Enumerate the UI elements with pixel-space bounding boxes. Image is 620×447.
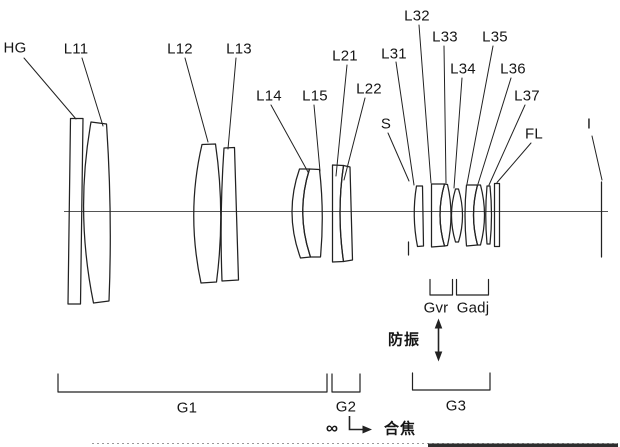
lens-L13 [220, 146, 240, 282]
leader-l34 [453, 77, 463, 189]
lens-elements [67, 117, 603, 305]
bracket-g1 [57, 373, 328, 393]
label-l14: L14 [256, 87, 282, 105]
lens-L37 [485, 185, 493, 245]
label-gvr: Gvr [423, 299, 449, 317]
label-g3: G3 [445, 397, 467, 415]
lens-L11 [82, 121, 111, 304]
label-g2: G2 [335, 398, 357, 416]
leader-s [387, 132, 410, 182]
lens-HG [67, 117, 84, 305]
label-l32: L32 [404, 7, 430, 25]
label-l22: L22 [356, 80, 382, 98]
label-infinity: ∞ [325, 418, 339, 438]
label-l21: L21 [332, 47, 358, 65]
lens-L34 [450, 188, 464, 243]
lens-L12 [193, 143, 222, 284]
lens-L36 [472, 184, 486, 246]
label-l31: L31 [381, 45, 407, 63]
focus-arrow-icon [348, 416, 372, 434]
leader-l31 [395, 61, 415, 186]
leader-lines [23, 24, 603, 189]
label-l37: L37 [514, 87, 540, 105]
label-image-plane: I [586, 115, 592, 133]
leader-l15 [313, 104, 321, 172]
bracket-gvr [429, 278, 454, 296]
leader-l37 [488, 104, 526, 186]
label-l12: L12 [167, 40, 193, 58]
lens-L33 [439, 183, 452, 247]
bracket-gadj [455, 278, 490, 296]
lens-L14 [291, 168, 312, 259]
leader-fl [496, 142, 532, 183]
leader-l35 [466, 45, 494, 185]
label-l34: L34 [450, 60, 476, 78]
label-l36: L36 [500, 60, 526, 78]
label-aperture-stop: S [380, 115, 392, 133]
label-l33: L33 [432, 28, 458, 46]
lens-L22 [339, 164, 354, 263]
group-brackets [57, 278, 491, 393]
lens-L15 [302, 168, 323, 258]
label-hg: HG [3, 39, 27, 57]
leader-l22 [343, 97, 366, 181]
label-gadj: Gadj [456, 299, 490, 317]
label-fl: FL [525, 125, 543, 143]
leader-l36 [477, 77, 512, 185]
leader-l33 [443, 45, 447, 184]
lens-L31 [413, 185, 425, 248]
label-l35: L35 [482, 28, 508, 46]
label-l15: L15 [302, 87, 328, 105]
leader-l14 [270, 104, 309, 173]
label-l11: L11 [63, 40, 89, 58]
scan-artifact-line [92, 443, 618, 447]
bracket-g2 [331, 373, 361, 393]
leader-l12 [184, 57, 209, 143]
leader-l13 [227, 57, 237, 150]
label-l13: L13 [226, 40, 252, 58]
label-focusing: 合焦 [383, 420, 417, 438]
leader-l11 [81, 57, 104, 127]
leader-l32 [418, 24, 432, 184]
leader-l21 [335, 64, 348, 177]
filter-FL [493, 182, 501, 248]
vr-double-arrow-icon [434, 318, 443, 362]
label-vibration-reduction: 防振 [387, 331, 421, 349]
leader-i [591, 135, 603, 181]
bracket-g3 [411, 372, 491, 391]
leader-hg [23, 57, 77, 120]
label-g1: G1 [176, 399, 198, 417]
